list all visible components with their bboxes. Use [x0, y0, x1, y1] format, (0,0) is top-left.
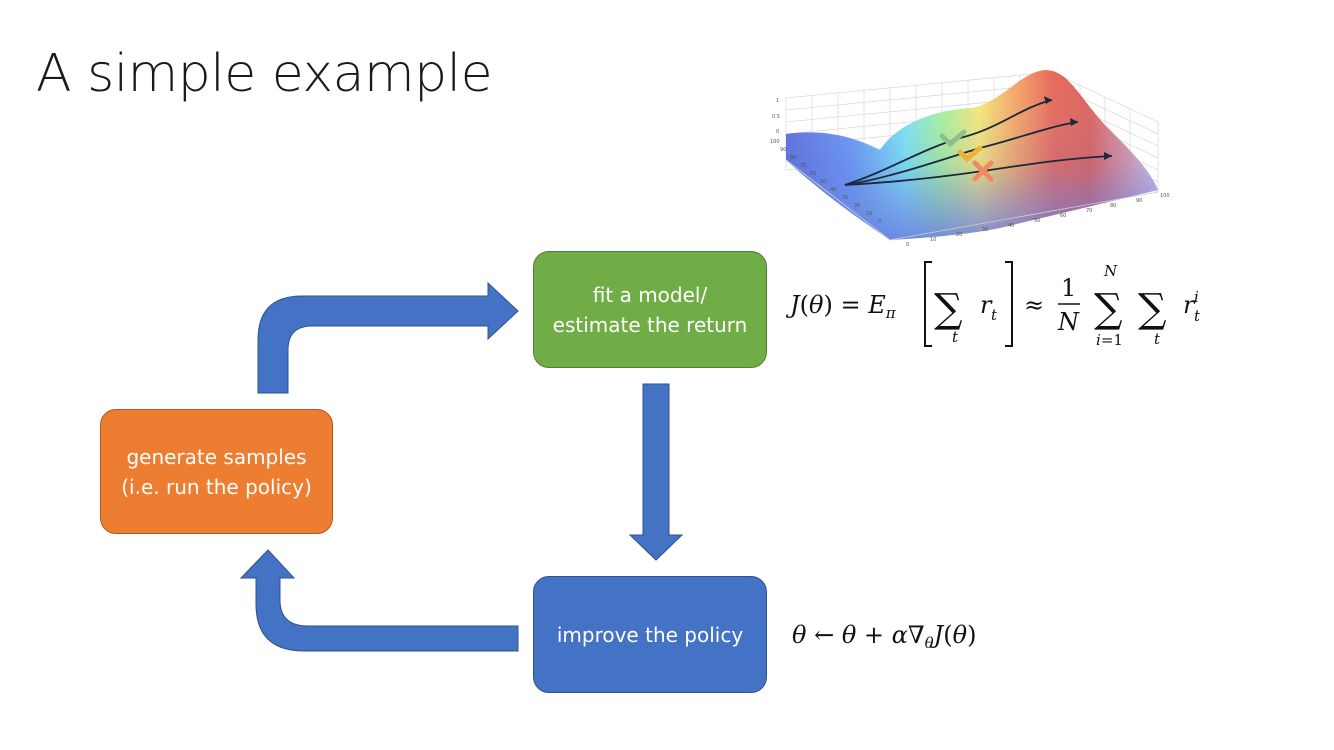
svg-text:i=1: i=1	[1096, 331, 1123, 349]
svg-text:∑: ∑	[934, 286, 963, 332]
update-equation: θ ← θ + α∇θJ(θ)	[792, 621, 977, 652]
x-tick: 20	[956, 232, 962, 238]
generate-line1: generate samples	[126, 444, 307, 469]
x-tick: 80	[1110, 203, 1116, 209]
svg-text:∑: ∑	[1094, 286, 1123, 332]
y-tick: 50	[820, 179, 826, 185]
z-tick: 0	[776, 129, 779, 135]
x-tick: 50	[1034, 218, 1040, 224]
x-tick: 100	[1160, 193, 1170, 199]
svg-text:t: t	[952, 328, 959, 346]
generate-samples-box: generate samples (i.e. run the policy)	[100, 409, 333, 534]
check-marker-yellow	[957, 145, 983, 163]
svg-text:r: r	[1183, 291, 1196, 319]
arrow-improve-to-generate	[239, 549, 519, 652]
arrow-generate-to-fit	[257, 281, 519, 394]
svg-text:1: 1	[1061, 274, 1076, 302]
y-tick: 100	[770, 139, 780, 145]
y-tick: 60	[810, 171, 816, 177]
arrow-fit-to-improve	[628, 383, 684, 561]
improve-label: improve the policy	[556, 622, 744, 647]
y-tick: 80	[790, 155, 796, 161]
x-tick: 90	[1136, 198, 1142, 204]
svg-text:J(θ) = Eπ: J(θ) = Eπ	[785, 291, 897, 322]
objective-equation: J(θ) = Eπ ∑ t r t ≈ 1 N N ∑ i=1 ∑ t r i …	[785, 261, 1201, 349]
y-tick: 70	[800, 163, 806, 169]
x-tick: 70	[1086, 208, 1092, 214]
fit-line2: estimate the return	[552, 312, 748, 337]
z-tick: 1	[776, 98, 779, 104]
check-marker-green	[939, 129, 967, 148]
y-tick: 30	[842, 195, 848, 201]
svg-text:t: t	[1154, 330, 1161, 348]
fit-line1: fit a model/	[592, 282, 708, 307]
x-tick: 0	[906, 242, 909, 248]
svg-text:∑: ∑	[1138, 286, 1167, 332]
z-tick: 0.5	[772, 114, 780, 120]
y-tick: 40	[830, 187, 836, 193]
svg-text:≈: ≈	[1024, 291, 1044, 319]
slide-title: A simple example	[36, 44, 493, 104]
generate-line2: (i.e. run the policy)	[121, 474, 312, 499]
cross-marker	[972, 160, 994, 182]
y-tick: 20	[854, 203, 860, 209]
x-tick: 30	[982, 227, 988, 233]
svg-text:r: r	[980, 291, 993, 319]
fit-model-box: fit a model/ estimate the return	[533, 251, 767, 368]
x-tick: 10	[930, 237, 936, 243]
x-tick: 40	[1008, 223, 1014, 229]
svg-text:N: N	[1103, 262, 1118, 280]
svg-text:N: N	[1057, 308, 1080, 336]
y-tick: 0	[878, 219, 881, 225]
improve-policy-box: improve the policy	[533, 576, 767, 693]
y-tick: 10	[866, 211, 872, 217]
svg-text:t: t	[991, 306, 998, 324]
svg-text:θ ← θ + α∇θJ(θ): θ ← θ + α∇θJ(θ)	[792, 621, 977, 652]
svg-text:i: i	[1194, 288, 1199, 306]
svg-text:t: t	[1194, 307, 1201, 325]
y-tick: 90	[780, 147, 786, 153]
x-tick: 60	[1060, 213, 1066, 219]
